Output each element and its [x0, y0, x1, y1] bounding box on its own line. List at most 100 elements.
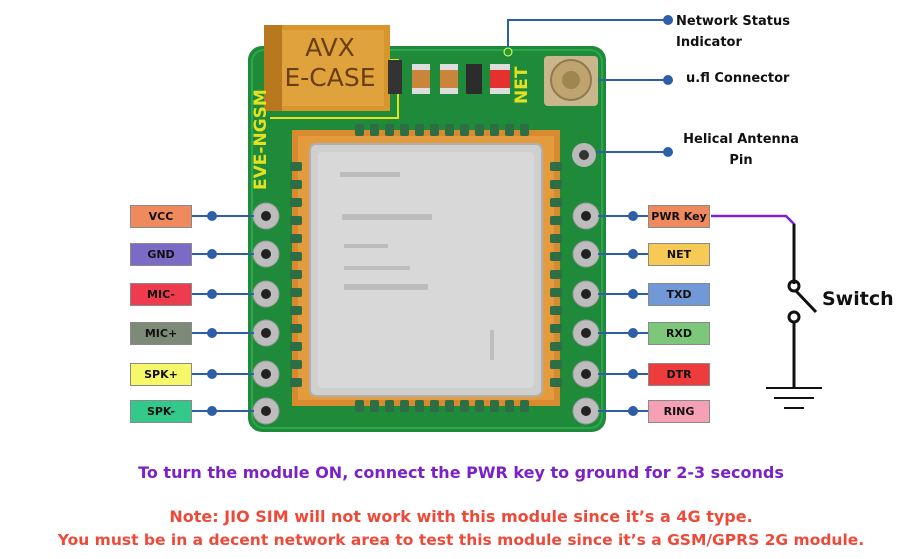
right-pin-holes: [572, 202, 600, 425]
pin-label-left: SPK-: [130, 400, 192, 423]
left-pin-dot: [207, 211, 217, 221]
net-led: [490, 64, 510, 94]
smd-capacitor-2-cap-bot: [440, 88, 458, 94]
pin-hole: [261, 289, 271, 299]
switch-contact-top: [787, 279, 801, 293]
pwr-key-wire: [711, 214, 796, 282]
shield-etched-marks: [340, 172, 494, 360]
module-pad: [290, 216, 302, 225]
pin-hole: [581, 249, 591, 259]
switch-label: Switch: [822, 288, 894, 310]
ufl-text: u.fl Connector: [686, 71, 790, 86]
right-pin-dot: [628, 289, 638, 299]
ground-symbol: [766, 387, 822, 409]
right-pin-dot: [628, 369, 638, 379]
module-pad: [550, 180, 562, 189]
tantalum-capacitor-top: [272, 30, 384, 106]
note-caption-1: Note: JIO SIM will not work with this mo…: [169, 507, 753, 526]
network-status-dot-start: [503, 47, 513, 57]
pin-label-right: RXD: [648, 322, 710, 345]
right-pin-dot: [628, 249, 638, 259]
pin-hole: [581, 328, 591, 338]
module-pad: [475, 400, 484, 412]
module-pad: [550, 234, 562, 243]
tantalum-capacitor-band: [264, 25, 282, 111]
smd-resistor-1: [388, 60, 402, 94]
module-pad: [290, 324, 302, 333]
module-pad: [520, 400, 529, 412]
module-pad: [385, 124, 394, 136]
network-status-line: [507, 19, 668, 52]
pin-label-left: MIC+: [130, 322, 192, 345]
right-pin-lines: [598, 211, 648, 416]
pin-label-left: SPK+: [130, 363, 192, 386]
module-pad: [290, 306, 302, 315]
ufl-dot: [663, 75, 673, 85]
right-pin-dot: [628, 211, 638, 221]
module-pad: [520, 124, 529, 136]
module-pad: [400, 124, 409, 136]
ufl-connector-center: [562, 71, 580, 89]
capacitor-text-2: E-CASE: [284, 63, 375, 92]
net-silk-text: NET: [512, 66, 532, 104]
module-top-pads: [355, 124, 529, 136]
metal-shield-shine: [318, 152, 534, 388]
pin-hole: [581, 406, 591, 416]
helical-antenna-hole: [579, 150, 589, 160]
module-pad: [550, 360, 562, 369]
module-pad: [290, 180, 302, 189]
module-pad: [550, 252, 562, 261]
pin-label-left: VCC: [130, 205, 192, 228]
power-on-caption: To turn the module ON, connect the PWR k…: [138, 463, 784, 482]
module-pad: [445, 124, 454, 136]
module-pad: [290, 162, 302, 171]
module-pad: [430, 400, 439, 412]
helical-text-1: Helical Antenna: [683, 132, 799, 147]
pin-hole: [261, 211, 271, 221]
module-pad: [460, 400, 469, 412]
note-caption-2: You must be in a decent network area to …: [57, 531, 865, 549]
module-pad: [290, 378, 302, 387]
module-pad: [475, 124, 484, 136]
capacitor-text-1: AVX: [305, 33, 355, 62]
pin-label-left: MIC-: [130, 283, 192, 306]
pin-hole: [261, 406, 271, 416]
left-pin-dot: [207, 406, 217, 416]
module-pad: [505, 124, 514, 136]
module-pad: [355, 124, 364, 136]
module-pad: [550, 216, 562, 225]
pin-label-right: PWR Key: [648, 205, 710, 228]
module-pad: [290, 288, 302, 297]
helical-text-2: Pin: [729, 153, 753, 168]
pin-hole: [261, 249, 271, 259]
helical-callout: Helical Antenna Pin: [676, 129, 806, 171]
module-pad: [415, 400, 424, 412]
smd-resistor-2: [466, 64, 482, 94]
module-left-pads: [290, 162, 302, 387]
module-pad: [550, 198, 562, 207]
smd-capacitor-2-cap-top: [440, 64, 458, 70]
module-pad: [290, 198, 302, 207]
pcb-board-highlight: [251, 49, 603, 429]
smd-capacitor-1: [412, 64, 430, 94]
module-pad: [290, 234, 302, 243]
left-pin-dot: [207, 289, 217, 299]
right-pin-dot: [628, 328, 638, 338]
module-pad: [505, 400, 514, 412]
module-pad: [290, 252, 302, 261]
pin-hole: [581, 211, 591, 221]
left-pin-dot: [207, 369, 217, 379]
pin-label-right: NET: [648, 243, 710, 266]
module-pad: [490, 400, 499, 412]
module-pad: [290, 270, 302, 279]
module-pad: [370, 124, 379, 136]
module-pad: [550, 162, 562, 171]
module-bottom-pads: [355, 400, 529, 412]
right-pin-dot: [628, 406, 638, 416]
left-pin-lines: [192, 211, 254, 416]
pin-label-left: GND: [130, 243, 192, 266]
module-pad: [400, 400, 409, 412]
module-pad: [550, 270, 562, 279]
module-pad: [290, 342, 302, 351]
